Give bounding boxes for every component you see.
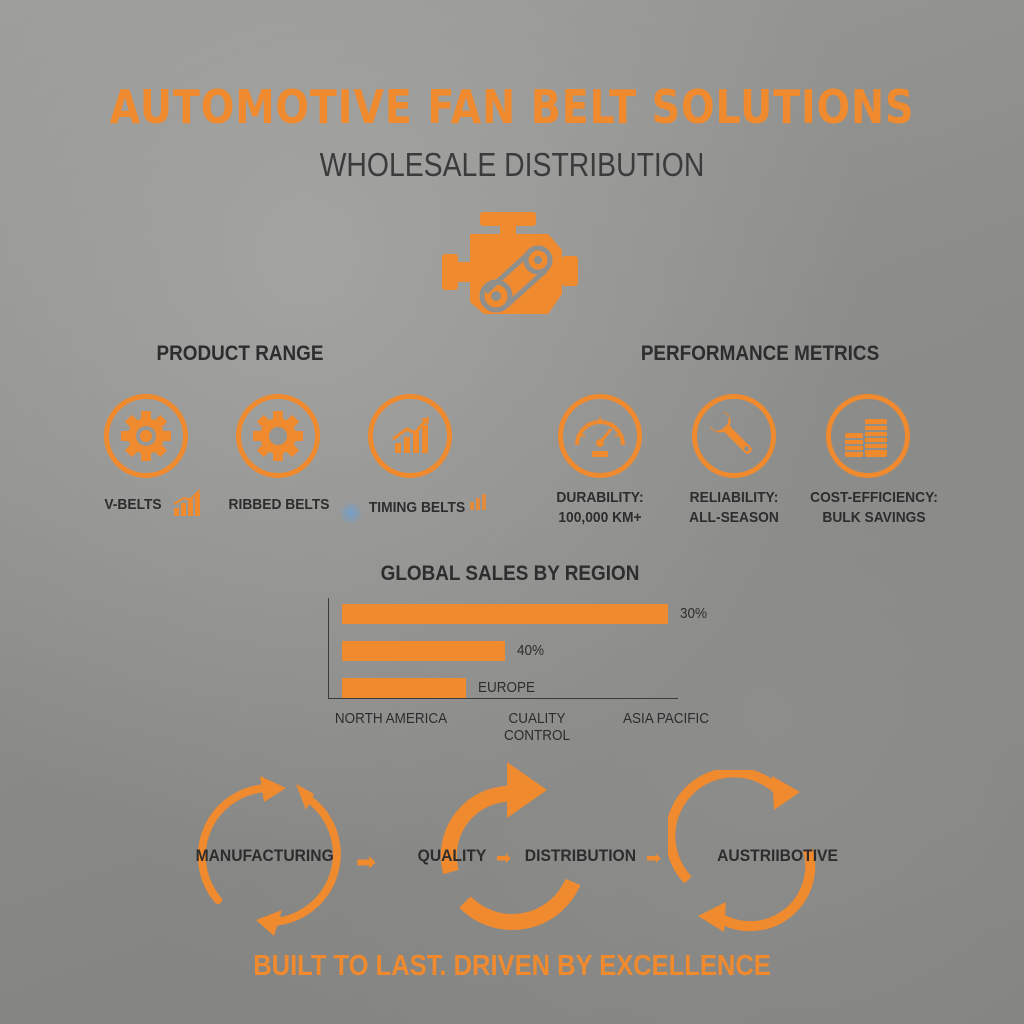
timing-belts-circle xyxy=(368,394,452,478)
arrow-right-icon: ➡ xyxy=(356,848,377,876)
gauge-icon xyxy=(575,417,625,457)
cycle-arrows-icon xyxy=(668,770,816,932)
tagline: BUILT TO LAST. DRIVEN BY EXCELLENCE xyxy=(253,950,771,982)
cost-efficiency-circle xyxy=(826,394,910,478)
chart-bar-label: EUROPE xyxy=(478,679,536,696)
chart-bar-label: 30% xyxy=(680,605,708,622)
chart-axis-y xyxy=(328,598,329,698)
performance-metrics-heading: PERFORMANCE METRICS xyxy=(640,342,880,365)
blue-blot-decoration xyxy=(338,502,364,524)
page-title: AUTOMOTIVE FAN BELT SOLUTIONS xyxy=(109,80,915,134)
x-label-asia-pacific: ASIA PACIFIC xyxy=(622,710,710,727)
product-range-heading: PRODUCT RANGE xyxy=(156,342,324,365)
growth-chart-icon xyxy=(392,417,429,453)
chart-axis-x xyxy=(328,698,678,699)
chart-title: GLOBAL SALES BY REGION xyxy=(380,562,640,585)
reliability-value: ALL-SEASON xyxy=(689,509,779,526)
arrow-right-icon: ➡ xyxy=(646,848,662,869)
engine-belt-icon xyxy=(442,212,578,314)
chart-bar xyxy=(342,641,505,661)
arrow-right-icon: ➡ xyxy=(496,848,512,869)
chart-bar xyxy=(342,678,466,698)
durability-title: DURABILITY: xyxy=(556,489,644,506)
chart-bar-label: 40% xyxy=(517,642,545,659)
page-subtitle: WHOLESALE DISTRIBUTION xyxy=(319,146,705,183)
step-austriibotive: AUSTRIIBOTIVE xyxy=(717,846,838,865)
step-quality: QUALITY xyxy=(417,846,487,865)
chart-bar xyxy=(342,604,668,624)
coins-icon xyxy=(845,419,887,457)
v-belts-label: V-BELTS xyxy=(104,496,162,513)
durability-value: 100,000 KM+ xyxy=(558,509,642,526)
cycle-arrows-icon xyxy=(197,776,341,936)
reliability-title: RELIABILITY: xyxy=(689,489,779,506)
step-manufacturing: MANUFACTURING xyxy=(195,846,334,865)
gear-icon xyxy=(253,411,303,461)
ribbed-belts-label: RIBBED BELTS xyxy=(228,496,330,513)
step-distribution: DISTRIBUTION xyxy=(524,846,637,865)
reliability-label: RELIABILITY: ALL-SEASON xyxy=(670,488,799,528)
cycle-arrows-icon xyxy=(440,762,581,930)
cost-efficiency-value: BULK SAVINGS xyxy=(822,509,926,526)
growth-chart-icon xyxy=(470,494,486,510)
wrench-icon xyxy=(709,411,752,454)
cost-efficiency-title: COST-EFFICIENCY: xyxy=(810,489,938,506)
timing-belts-label: TIMING BELTS xyxy=(368,499,466,516)
x-label-quality-control: CUALITY CONTROL xyxy=(503,710,571,744)
reliability-circle xyxy=(692,394,776,478)
durability-label: DURABILITY: 100,000 KM+ xyxy=(536,488,665,528)
cost-efficiency-label: COST-EFFICIENCY: BULK SAVINGS xyxy=(800,488,947,528)
durability-circle xyxy=(558,394,642,478)
ribbed-belts-circle xyxy=(236,394,320,478)
gear-icon xyxy=(121,411,171,461)
growth-chart-icon xyxy=(173,489,201,516)
v-belts-circle xyxy=(104,394,188,478)
x-label-north-america: NORTH AMERICA xyxy=(334,710,448,727)
